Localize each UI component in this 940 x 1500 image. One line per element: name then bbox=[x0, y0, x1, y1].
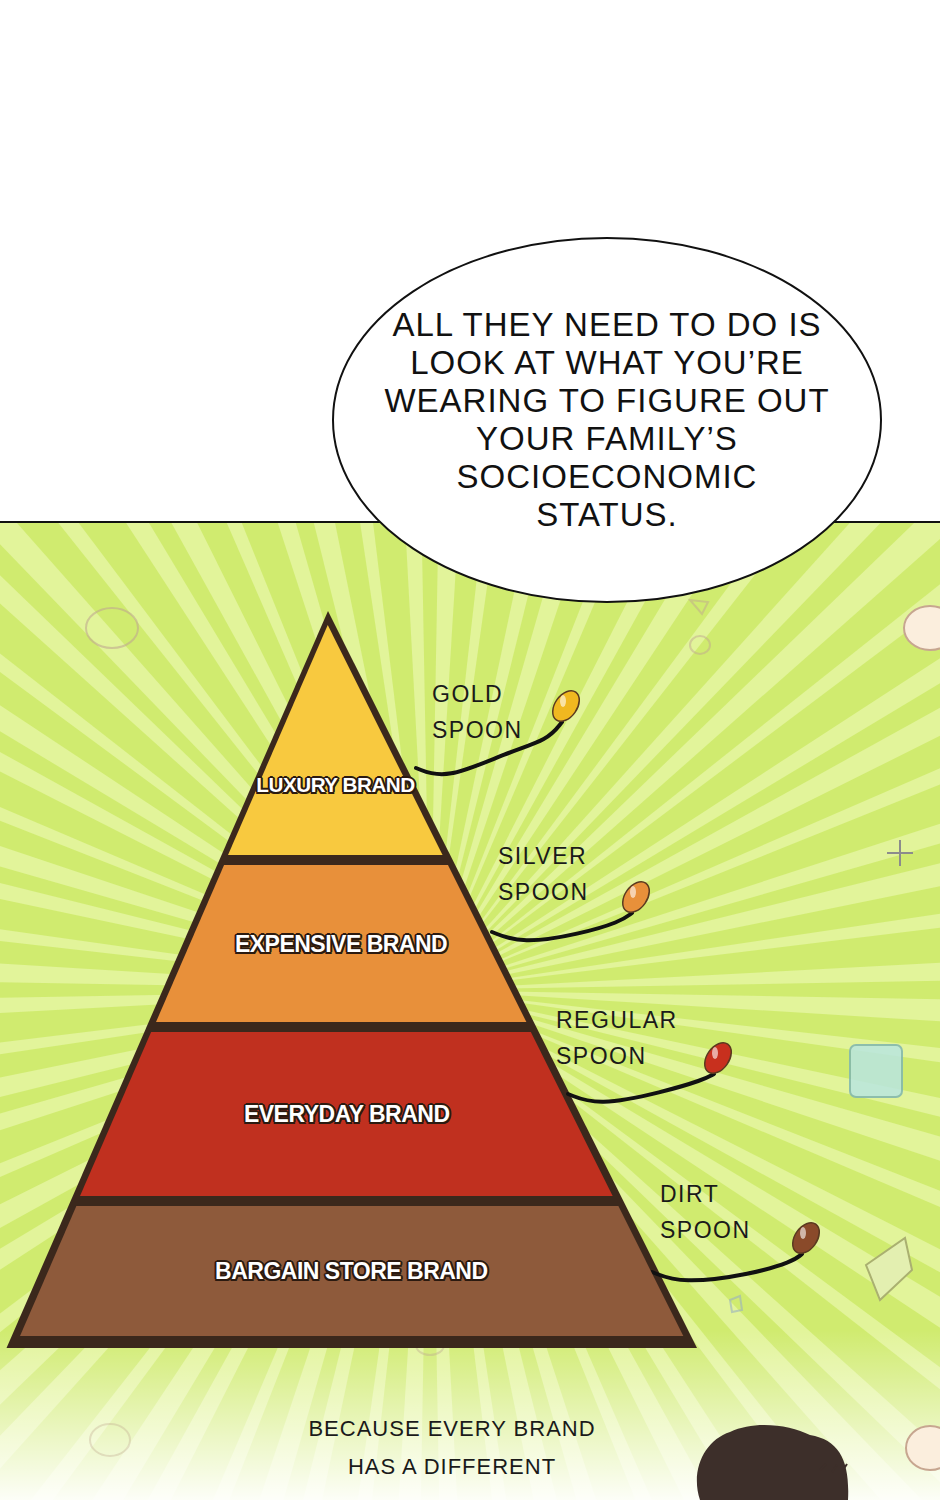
spoon-label: DIRT SPOON bbox=[660, 1176, 751, 1248]
pyramid-band: EXPENSIVE BRAND bbox=[156, 865, 526, 1022]
bubble-back bbox=[333, 238, 881, 602]
narration-text: BECAUSE EVERY BRAND HAS A DIFFERENT bbox=[282, 1410, 622, 1486]
pyramid-outline bbox=[7, 611, 697, 1348]
character-head bbox=[697, 1425, 848, 1500]
band-label: EVERYDAY BRAND bbox=[244, 1101, 450, 1127]
fade-ground bbox=[0, 1330, 940, 1500]
pyramid-band: EVERYDAY BRAND bbox=[80, 1032, 613, 1196]
pyramid-band: LUXURY BRAND bbox=[228, 625, 443, 855]
band-shape bbox=[228, 625, 443, 855]
band-label: BARGAIN STORE BRAND bbox=[215, 1258, 487, 1284]
spoon-label: SILVER SPOON bbox=[498, 838, 589, 910]
burst-ray bbox=[430, 603, 940, 990]
band-label: EXPENSIVE BRAND bbox=[235, 931, 447, 957]
burst-ray bbox=[430, 821, 940, 990]
speech-bubble: ALL THEY NEED TO DO IS LOOK AT WHAT YOU’… bbox=[333, 238, 881, 602]
spoon-label: GOLD SPOON bbox=[432, 676, 523, 748]
band-label: LUXURY BRAND bbox=[256, 772, 414, 798]
character-mark bbox=[820, 1464, 847, 1472]
speech-text: ALL THEY NEED TO DO IS LOOK AT WHAT YOU’… bbox=[382, 306, 832, 534]
pyramid-band: BARGAIN STORE BRAND bbox=[20, 1206, 683, 1336]
spoon-label: REGULAR SPOON bbox=[556, 1002, 678, 1074]
